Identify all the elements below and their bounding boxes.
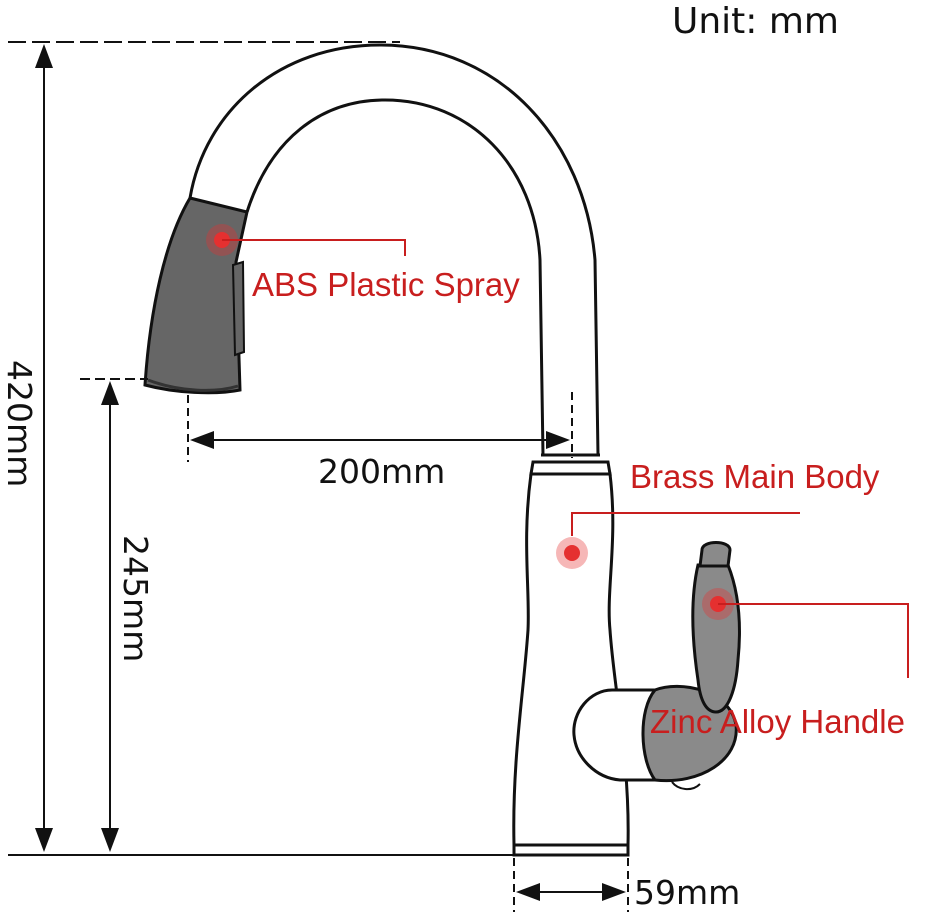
callout-body-label: Brass Main Body (630, 458, 880, 495)
spray-head (143, 196, 249, 395)
callout-handle-label: Zinc Alloy Handle (650, 703, 905, 740)
handle-knob (698, 541, 732, 568)
spout-outline (188, 43, 600, 456)
spray-nozzle (147, 378, 239, 392)
dimension-base-width (513, 858, 629, 912)
unit-label: Unit: mm (672, 1, 839, 42)
dimension-reach (187, 392, 573, 462)
reach-label: 200mm (318, 452, 445, 491)
dimension-total-height (8, 41, 515, 856)
callout-body (556, 512, 800, 569)
main-body (512, 472, 630, 847)
callout-handle (702, 588, 909, 678)
base-width-label: 59mm (634, 873, 740, 912)
total-height-label: 420mm (0, 360, 39, 487)
dimension-spout-height (80, 378, 148, 852)
callout-spray-label: ABS Plastic Spray (252, 266, 520, 303)
collar-ring (529, 460, 612, 476)
handle-lever (691, 563, 741, 714)
spray-trigger (231, 260, 246, 357)
spout-height-label: 245mm (116, 535, 155, 662)
callout-spray (206, 224, 406, 256)
handle-hub (572, 688, 667, 782)
body-base (512, 845, 630, 857)
